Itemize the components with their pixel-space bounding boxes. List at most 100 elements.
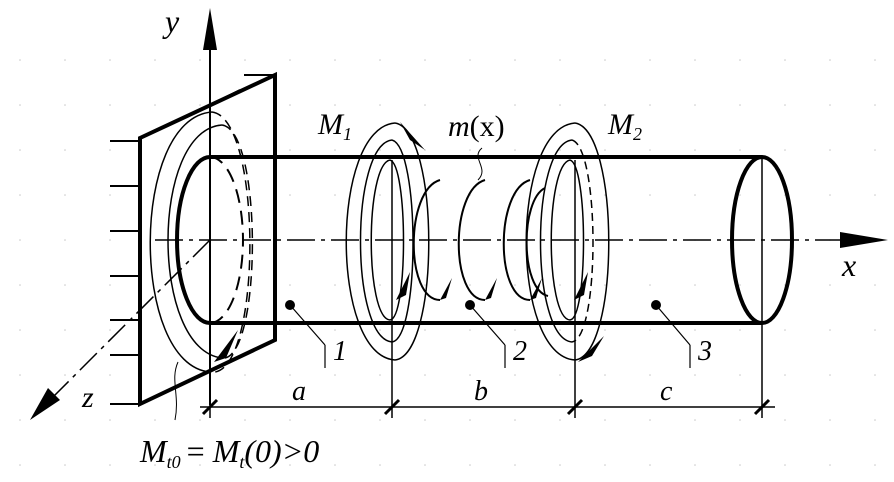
- grid-dot: [244, 374, 246, 376]
- grid-dot: [424, 284, 426, 286]
- grid-dot: [379, 284, 381, 286]
- section-label-3: 3: [697, 336, 712, 367]
- grid-dot: [199, 104, 201, 106]
- grid-dot: [469, 104, 471, 106]
- z-axis-label: z: [81, 381, 94, 414]
- support-moment-formula: Mt0= Mt(0)>0: [139, 433, 319, 472]
- dimension-line: [200, 160, 775, 418]
- grid-dot: [64, 59, 66, 61]
- grid-dot: [469, 419, 471, 421]
- grid-dot: [154, 419, 156, 421]
- grid-dot: [19, 194, 21, 196]
- grid-dot: [784, 329, 786, 331]
- grid-dot: [469, 149, 471, 151]
- grid-dot: [64, 104, 66, 106]
- grid-dot: [694, 194, 696, 196]
- grid-dot: [289, 194, 291, 196]
- grid-dot: [334, 149, 336, 151]
- grid-dot: [109, 59, 111, 61]
- grid-dot: [19, 284, 21, 286]
- grid-dot: [289, 329, 291, 331]
- grid-dot: [469, 464, 471, 466]
- support-moment-arrowhead: [214, 330, 238, 362]
- m2-label: M2: [607, 108, 642, 144]
- grid-dot: [604, 419, 606, 421]
- grid-dot: [874, 149, 876, 151]
- grid-dot: [514, 59, 516, 61]
- section-label-2: 2: [513, 336, 527, 367]
- grid-dot: [514, 149, 516, 151]
- grid-dot: [469, 374, 471, 376]
- grid-dot: [559, 284, 561, 286]
- grid-dot: [469, 284, 471, 286]
- grid-dot: [19, 329, 21, 331]
- grid-dot: [64, 194, 66, 196]
- grid-dot: [829, 419, 831, 421]
- grid-dot: [649, 419, 651, 421]
- grid-dot: [19, 149, 21, 151]
- grid-dot: [379, 419, 381, 421]
- grid-dot: [874, 104, 876, 106]
- grid-dot: [739, 329, 741, 331]
- grid-dot: [784, 104, 786, 106]
- grid-dot: [829, 104, 831, 106]
- grid-dot: [874, 464, 876, 466]
- x-axis-label: x: [841, 247, 856, 283]
- m2-inner-arrowhead: [574, 272, 588, 300]
- grid-dot: [739, 149, 741, 151]
- grid-dot: [64, 329, 66, 331]
- grid-dot: [694, 329, 696, 331]
- grid-dot: [739, 464, 741, 466]
- grid-dot: [604, 59, 606, 61]
- grid-dot: [784, 59, 786, 61]
- grid-dot: [739, 419, 741, 421]
- grid-dot: [559, 59, 561, 61]
- grid-dot: [694, 374, 696, 376]
- grid-dot: [109, 419, 111, 421]
- grid-dot: [739, 374, 741, 376]
- y-axis-label: y: [162, 3, 180, 39]
- grid-dot: [604, 374, 606, 376]
- grid-dot: [874, 284, 876, 286]
- grid-dot: [334, 284, 336, 286]
- grid-dot: [289, 419, 291, 421]
- grid-dot: [649, 59, 651, 61]
- grid-dot: [874, 329, 876, 331]
- grid-dot: [694, 284, 696, 286]
- grid-dot: [469, 329, 471, 331]
- grid-dot: [154, 104, 156, 106]
- section-leaders: [289, 304, 691, 368]
- grid-dot: [424, 374, 426, 376]
- grid-dot: [514, 329, 516, 331]
- z-axis-arrowhead: [30, 388, 60, 420]
- grid-dot: [289, 374, 291, 376]
- grid-dot: [559, 194, 561, 196]
- grid-dot: [829, 194, 831, 196]
- grid-dot: [784, 419, 786, 421]
- grid-dot: [649, 104, 651, 106]
- grid-dot: [649, 329, 651, 331]
- grid-dot: [154, 59, 156, 61]
- grid-dot: [244, 419, 246, 421]
- grid-dot: [19, 464, 21, 466]
- grid-dot: [109, 374, 111, 376]
- grid-dot: [289, 149, 291, 151]
- grid-dot: [64, 419, 66, 421]
- grid-dot: [829, 464, 831, 466]
- grid-dot: [109, 464, 111, 466]
- grid-dot: [514, 104, 516, 106]
- grid-dot: [694, 419, 696, 421]
- grid-dot: [424, 59, 426, 61]
- grid-dot: [514, 464, 516, 466]
- grid-dot: [64, 284, 66, 286]
- x-axis-arrowhead: [840, 232, 888, 248]
- grid-dot: [784, 374, 786, 376]
- grid-dot: [604, 104, 606, 106]
- wall-hatching: [110, 74, 275, 405]
- grid-dot: [244, 464, 246, 466]
- grid-dot: [379, 374, 381, 376]
- grid-dot: [604, 464, 606, 466]
- m1-top-arrowhead: [400, 122, 425, 150]
- grid-dot: [559, 419, 561, 421]
